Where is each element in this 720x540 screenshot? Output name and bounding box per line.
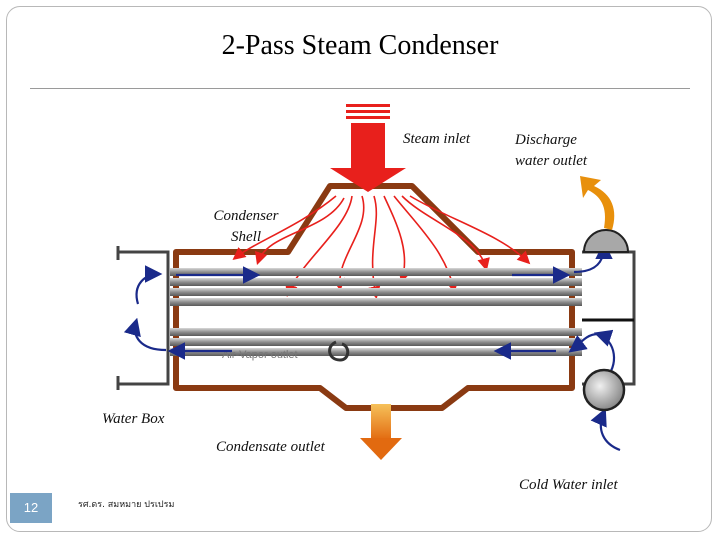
discharge-outlet-pipe <box>582 229 630 253</box>
upper-tube-bundle <box>170 268 582 306</box>
title-divider <box>30 88 690 89</box>
steam-inlet-arrow <box>330 104 406 192</box>
page-number: 12 <box>10 493 52 523</box>
discharge-flow-arrow <box>580 176 615 230</box>
cold-water-inlet-label: Cold Water inlet <box>519 477 618 493</box>
lower-tube-bundle <box>170 328 582 356</box>
steam-inlet-label: Steam inlet <box>403 131 471 147</box>
condenser-shell <box>173 183 575 411</box>
condensate-outlet-arrow <box>360 404 402 460</box>
condensate-outlet-label: Condensate outlet <box>216 439 325 455</box>
cold-water-inlet-pipe <box>582 368 626 412</box>
discharge-outlet-label: Discharge water outlet <box>515 132 588 169</box>
slide-title: 2-Pass Steam Condenser <box>221 30 499 61</box>
slide-frame <box>6 6 712 532</box>
air-vapor-outlet-label: Air-Vapor outlet <box>222 349 298 361</box>
right-water-box <box>582 250 636 386</box>
water-box-label: Water Box <box>102 411 165 427</box>
condenser-shell-label: Condenser Shell <box>213 208 279 245</box>
author-credit: รศ.ดร. สมหมาย ปรเปรม <box>78 500 175 510</box>
left-water-box <box>116 246 170 390</box>
air-vapor-outlet: Air-Vapor outlet <box>222 340 350 362</box>
